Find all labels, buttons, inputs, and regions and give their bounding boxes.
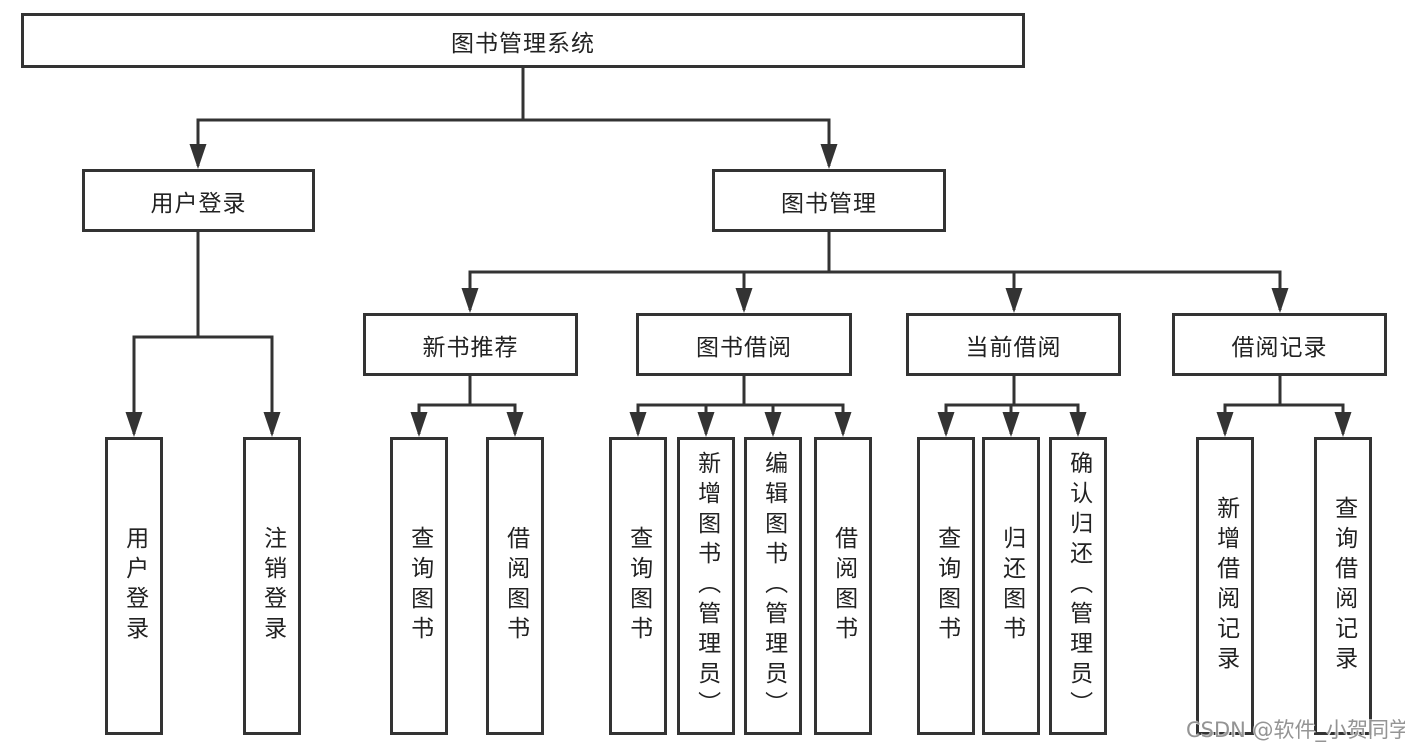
node-query-books-recommend: 查询图书	[390, 437, 448, 735]
node-label: 新增图书（管理员）	[693, 451, 720, 721]
node-label: 借阅图书	[502, 526, 529, 646]
node-label: 查询图书	[933, 526, 960, 646]
node-book-borrow: 图书借阅	[636, 313, 852, 376]
node-label: 借阅记录	[1231, 334, 1328, 361]
node-library-system: 图书管理系统	[21, 13, 1025, 68]
node-add-books-admin: 新增图书（管理员）	[677, 437, 735, 735]
node-edit-books-admin: 编辑图书（管理员）	[744, 437, 802, 735]
node-label: 确认归还（管理员）	[1065, 451, 1092, 721]
node-borrow-records: 借阅记录	[1172, 313, 1387, 376]
node-label: 借阅图书	[830, 526, 857, 646]
node-book-management: 图书管理	[712, 169, 946, 232]
node-label: 用户登录	[121, 526, 148, 646]
arrowhead-icons	[125, 144, 1352, 437]
node-label: 用户登录	[150, 190, 247, 217]
node-new-book-recommend: 新书推荐	[363, 313, 578, 376]
node-user-login: 用户登录	[82, 169, 315, 232]
node-return-books: 归还图书	[982, 437, 1040, 735]
node-query-borrow-record: 查询借阅记录	[1314, 437, 1372, 735]
connector-lines	[132, 68, 1345, 434]
node-label: 当前借阅	[965, 334, 1062, 361]
node-label: 图书借阅	[696, 334, 792, 361]
node-query-books-current: 查询图书	[917, 437, 975, 735]
node-label: 查询借阅记录	[1330, 496, 1357, 676]
node-label: 新增借阅记录	[1212, 496, 1239, 676]
node-label: 新书推荐	[422, 334, 519, 361]
node-confirm-return-admin: 确认归还（管理员）	[1049, 437, 1107, 735]
node-current-borrow: 当前借阅	[906, 313, 1121, 376]
node-borrow-books-recommend: 借阅图书	[486, 437, 544, 735]
node-label: 注销登录	[259, 526, 286, 646]
node-logout: 注销登录	[243, 437, 301, 735]
node-label: 查询图书	[406, 526, 433, 646]
node-label: 图书管理	[781, 190, 877, 217]
node-borrow-books-leaf: 借阅图书	[814, 437, 872, 735]
node-label: 归还图书	[998, 526, 1025, 646]
node-query-books-borrow: 查询图书	[609, 437, 667, 735]
node-label: 编辑图书（管理员）	[760, 451, 787, 721]
node-label: 查询图书	[625, 526, 652, 646]
node-label: 图书管理系统	[451, 30, 595, 57]
csdn-watermark: CSDN @软件_小贺同学	[1186, 718, 1405, 742]
node-user-login-leaf: 用户登录	[105, 437, 163, 735]
node-add-borrow-record: 新增借阅记录	[1196, 437, 1254, 735]
